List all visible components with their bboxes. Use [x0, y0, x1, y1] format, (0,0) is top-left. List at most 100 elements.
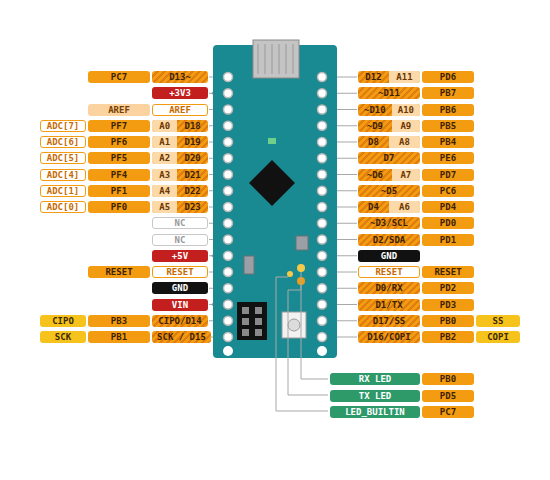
pin-label: D16/COPI: [358, 331, 420, 343]
pin-label: PB5: [422, 120, 474, 132]
pin-name: PF6: [88, 136, 150, 148]
pin-name: PB0: [422, 373, 474, 385]
pin-name: PB7: [422, 87, 474, 99]
icsp-header: [237, 302, 267, 340]
pin-name: PD5: [422, 390, 474, 402]
pin-name: VIN: [152, 299, 208, 311]
pin-name: PE6: [422, 152, 474, 164]
usb-ridges: [258, 44, 293, 74]
pin-name: ADC[5]: [41, 153, 85, 163]
pin-label: PF0: [88, 201, 150, 213]
pin-name: RX LED: [330, 373, 420, 385]
pin-name: A5: [152, 201, 177, 213]
pin-name: CIPO: [40, 315, 86, 327]
pin-label: ADC[5]: [40, 152, 86, 164]
pin-name: A8: [389, 136, 420, 148]
pin-name: D2/SDA: [358, 234, 420, 246]
reset-button: [282, 312, 306, 338]
pin-name: D20: [177, 152, 208, 164]
pin-name: D21: [177, 169, 208, 181]
pin-name: SCK / D15: [152, 331, 211, 343]
pin-label: D2/SDA: [358, 234, 420, 246]
pin-name: A1: [152, 136, 177, 148]
pin-label: D8A8: [358, 136, 420, 148]
pin-name: GND: [358, 250, 420, 262]
pin-label: RESET: [358, 266, 420, 278]
pin-name: D1/TX: [358, 299, 420, 311]
pin-label: A4D22: [152, 185, 208, 197]
pin-label: PF6: [88, 136, 150, 148]
pin-name: +5V: [152, 250, 208, 262]
pin-name: PB0: [422, 315, 474, 327]
pin-label: ~D6A7: [358, 169, 420, 181]
pin-label: ADC[1]: [40, 185, 86, 197]
pin-name: ~D9: [358, 120, 392, 132]
pin-label: GND: [358, 250, 420, 262]
pin-name: RESET: [359, 267, 419, 277]
pin-label: +5V: [152, 250, 208, 262]
pin-label: VIN: [152, 299, 208, 311]
pin-label: PB3: [88, 315, 150, 327]
pin-label: PF4: [88, 169, 150, 181]
pin-label: ADC[7]: [40, 120, 86, 132]
pin-name: ~D10: [358, 104, 392, 116]
pin-label: PD4: [422, 201, 474, 213]
pin-name: PB2: [422, 331, 474, 343]
led-leader-lines: [276, 272, 328, 411]
pin-name: A2: [152, 152, 177, 164]
pin-label: PD7: [422, 169, 474, 181]
pin-label: PD5: [422, 390, 474, 402]
pin-headers: [223, 73, 327, 357]
pin-name: PD4: [422, 201, 474, 213]
pin-name: ~D11: [358, 87, 420, 99]
pin-name: A11: [389, 71, 420, 83]
pin-label: AREF: [88, 104, 150, 116]
pin-name: AREF: [153, 105, 207, 115]
pin-label: D12A11: [358, 71, 420, 83]
power-led: [268, 138, 276, 144]
pin-label: TX LED: [330, 390, 420, 402]
pin-name: PD2: [422, 282, 474, 294]
pin-label: ~D5: [358, 185, 420, 197]
pin-label: GND: [152, 282, 208, 294]
pin-name: ADC[6]: [41, 137, 85, 147]
pin-name: D16/COPI: [358, 331, 420, 343]
pin-name: PD7: [422, 169, 474, 181]
pin-label: COPI: [476, 331, 520, 343]
pin-name: RESET: [422, 266, 474, 278]
pin-name: LED_BUILTIN: [330, 406, 420, 418]
pin-label: PB2: [422, 331, 474, 343]
board: [213, 45, 337, 358]
component: [296, 236, 308, 250]
pin-name: A4: [152, 185, 177, 197]
pin-name: SCK: [40, 331, 86, 343]
pin-name: PB3: [88, 315, 150, 327]
pin-label: PC7: [422, 406, 474, 418]
pin-label: D17/SS: [358, 315, 420, 327]
pin-label: A1D19: [152, 136, 208, 148]
pin-name: A6: [389, 201, 420, 213]
usb-connector: [253, 40, 299, 78]
pin-name: D17/SS: [358, 315, 420, 327]
pin-name: PB4: [422, 136, 474, 148]
pin-label: ~D9A9: [358, 120, 420, 132]
pin-name: PF1: [88, 185, 150, 197]
pin-label: NC: [152, 217, 208, 229]
pin-label: A5D23: [152, 201, 208, 213]
pin-label: PB7: [422, 87, 474, 99]
component: [244, 256, 254, 274]
pin-label: ADC[0]: [40, 201, 86, 213]
pin-name: PB5: [422, 120, 474, 132]
pin-label: D4A6: [358, 201, 420, 213]
pin-name: PC7: [88, 71, 150, 83]
pin-name: PB6: [422, 104, 474, 116]
pin-label: ~D11: [358, 87, 420, 99]
pin-label: PF5: [88, 152, 150, 164]
pin-label: PF1: [88, 185, 150, 197]
pin-name: A9: [392, 120, 420, 132]
pin-name: D13~: [152, 71, 208, 83]
pin-label: ADC[4]: [40, 169, 86, 181]
pin-name: D22: [177, 185, 208, 197]
pin-name: PF4: [88, 169, 150, 181]
pin-label: D13~: [152, 71, 208, 83]
